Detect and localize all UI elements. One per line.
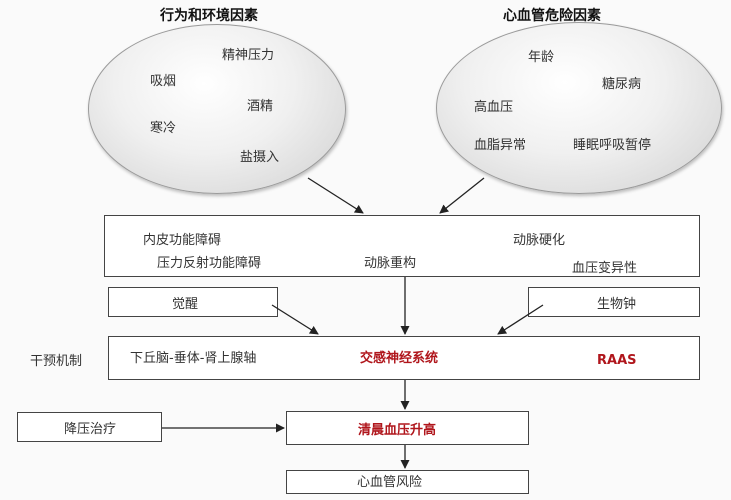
arrow-cardio-to-mechanism xyxy=(439,177,485,214)
mechanism-bp-variability: 血压变异性 xyxy=(572,261,638,276)
mechanism-remodeling: 动脉重构 xyxy=(364,256,417,271)
intervention-box xyxy=(108,336,700,380)
arrow-awakening-to-intervention xyxy=(271,304,319,335)
mechanism-baroreflex: 压力反射功能障碍 xyxy=(157,256,262,271)
arrow-behavior-to-mechanism xyxy=(307,177,364,214)
behavior-item-smoking: 吸烟 xyxy=(150,74,177,89)
hpa-axis-label: 下丘脑-垂体-肾上腺轴 xyxy=(130,351,257,366)
awakening-label: 觉醒 xyxy=(172,297,199,312)
sympathetic-label: 交感神经系统 xyxy=(360,351,439,366)
mechanism-box xyxy=(104,215,700,277)
cardio-risk-oval xyxy=(436,22,722,194)
mechanism-endothelial: 内皮功能障碍 xyxy=(143,233,222,248)
arrow-circadian-to-intervention xyxy=(497,304,544,335)
treatment-box xyxy=(17,412,162,442)
cardio-risk-title: 心血管危险因素 xyxy=(503,8,601,24)
behavior-item-alcohol: 酒精 xyxy=(247,99,274,114)
morning-bp-box xyxy=(286,411,529,445)
cardio-item-sleep-apnea: 睡眠呼吸暂停 xyxy=(573,138,652,153)
cardio-item-diabetes: 糖尿病 xyxy=(602,77,642,92)
behavior-item-cold: 寒冷 xyxy=(150,121,177,136)
raas-label: RAAS xyxy=(597,353,637,368)
behavior-item-stress: 精神压力 xyxy=(222,48,275,63)
behavior-item-salt: 盐摄入 xyxy=(240,150,280,165)
circadian-label: 生物钟 xyxy=(597,297,637,312)
outcome-box xyxy=(286,470,529,494)
behavior-oval xyxy=(88,24,346,194)
cardio-item-hypertension: 高血压 xyxy=(474,100,514,115)
morning-bp-label: 清晨血压升高 xyxy=(358,423,437,438)
cardio-item-dyslipidemia: 血脂异常 xyxy=(474,138,527,153)
mechanism-stiffness: 动脉硬化 xyxy=(513,233,566,248)
behavior-title: 行为和环境因素 xyxy=(160,8,258,24)
circadian-box xyxy=(528,287,700,317)
outcome-label: 心血管风险 xyxy=(357,475,423,490)
awakening-box xyxy=(108,287,278,317)
cardio-item-age: 年龄 xyxy=(528,50,555,65)
treatment-label: 降压治疗 xyxy=(64,422,117,437)
intervention-label: 干预机制 xyxy=(30,354,83,369)
